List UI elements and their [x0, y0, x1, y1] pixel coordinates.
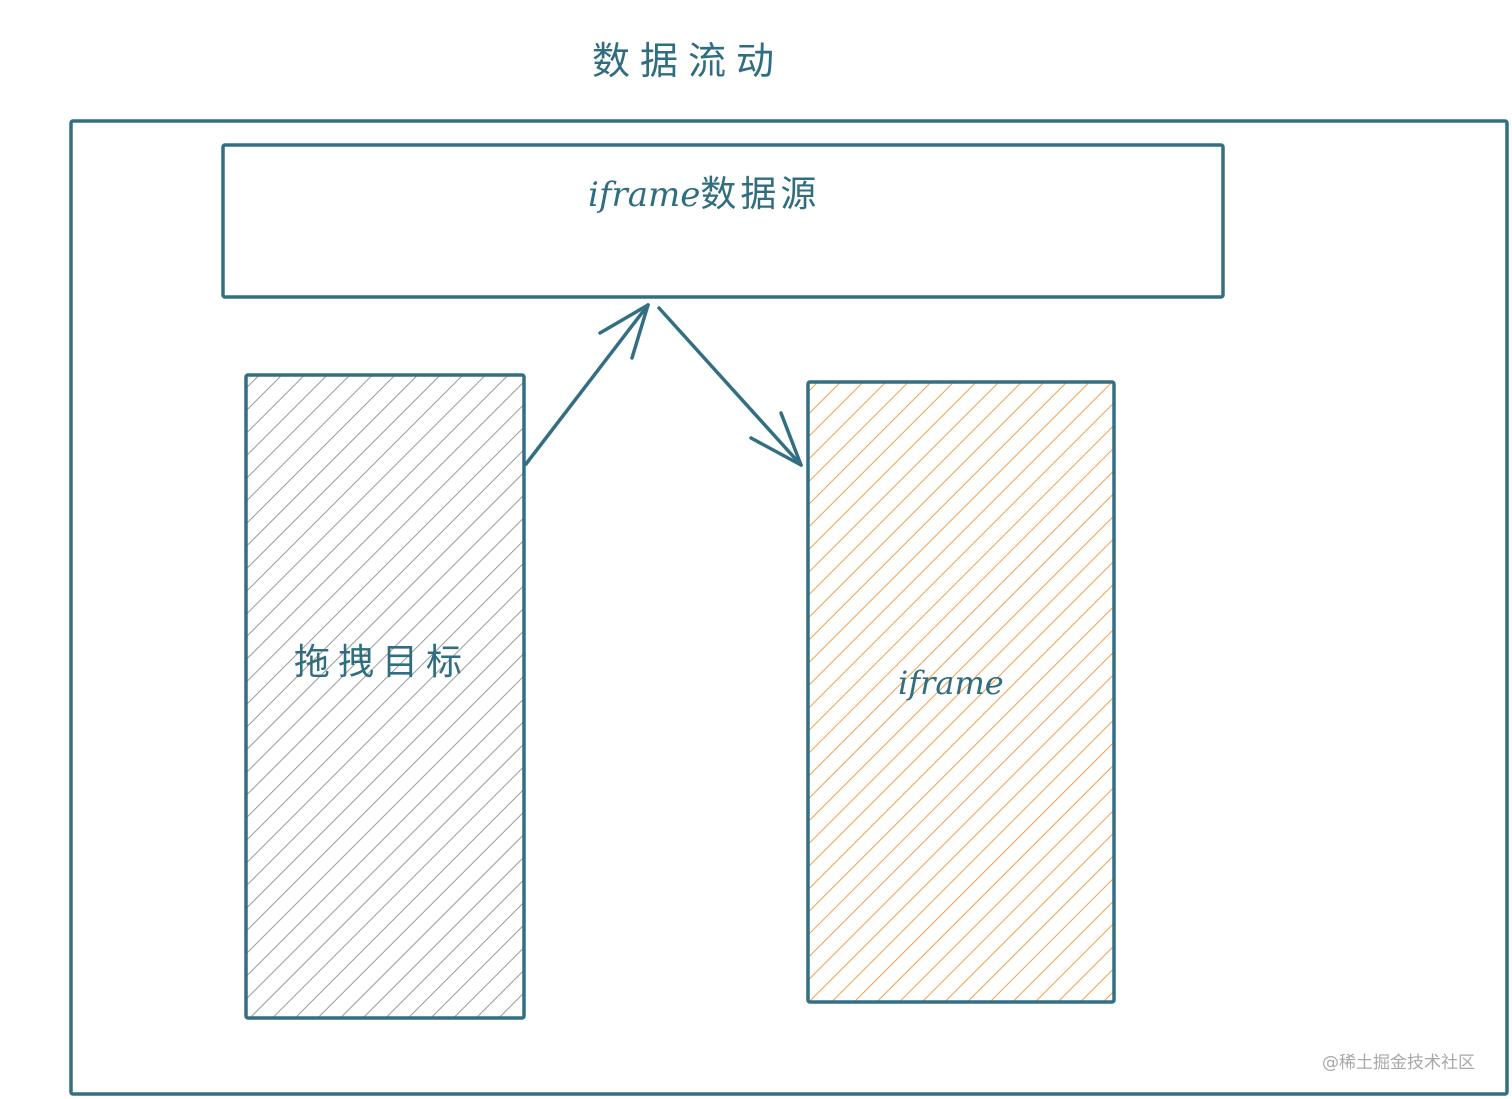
diagram-title: 数据流动: [592, 39, 785, 83]
drag-target-box: [244, 373, 526, 1020]
watermark: @稀土掘金技术社区: [1322, 1053, 1475, 1073]
arrow-down-icon: [657, 306, 803, 467]
outer-frame: [69, 119, 1509, 1096]
iframe-data-source-box: [221, 143, 1225, 299]
iframe-data-source-label-cjk: 数据源: [700, 174, 821, 215]
arrow-up-icon: [524, 303, 650, 466]
drag-target-label: 拖拽目标: [294, 642, 471, 683]
iframe-data-source-label-latin: iframe: [588, 175, 701, 215]
iframe-label: iframe: [898, 664, 1004, 702]
iframe-box: [800, 370, 1134, 1012]
iframe-data-source-label: iframe数据源: [588, 165, 820, 217]
